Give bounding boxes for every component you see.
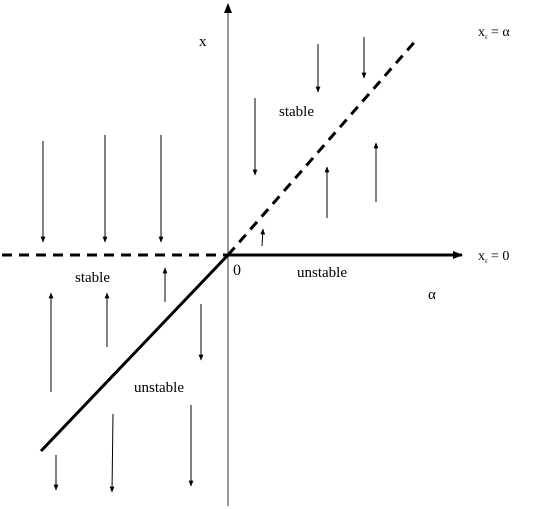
origin-label: 0: [233, 262, 241, 279]
region-label-right: unstable: [297, 265, 347, 281]
zero-eq-var: x: [478, 249, 485, 264]
region-label-left: stable: [75, 270, 110, 286]
diagonal-eq-var: x: [478, 25, 485, 40]
diagonal-eq-rhs: = α: [491, 25, 510, 40]
flow-arrows: [40, 37, 379, 493]
flow-arrow-down: [109, 413, 115, 493]
equilibrium-diagonal-negative-alpha: [39, 253, 230, 453]
x-axis-label: x: [199, 34, 207, 50]
equilibrium-diagonal-positive-alpha: [226, 37, 420, 256]
region-label-upper-right: stable: [279, 104, 314, 120]
region-label-lower-left: unstable: [134, 380, 184, 396]
alpha-axis-label: α: [428, 287, 436, 303]
zero-eq-subscript: ε: [485, 257, 488, 265]
zero-eq-rhs: = 0: [491, 249, 509, 264]
diagonal-equilibrium-label: xε= α: [478, 25, 510, 41]
diagonal-eq-subscript: ε: [485, 33, 488, 41]
flow-arrow-up: [260, 228, 266, 247]
zero-equilibrium-label: xε= 0: [478, 249, 509, 265]
